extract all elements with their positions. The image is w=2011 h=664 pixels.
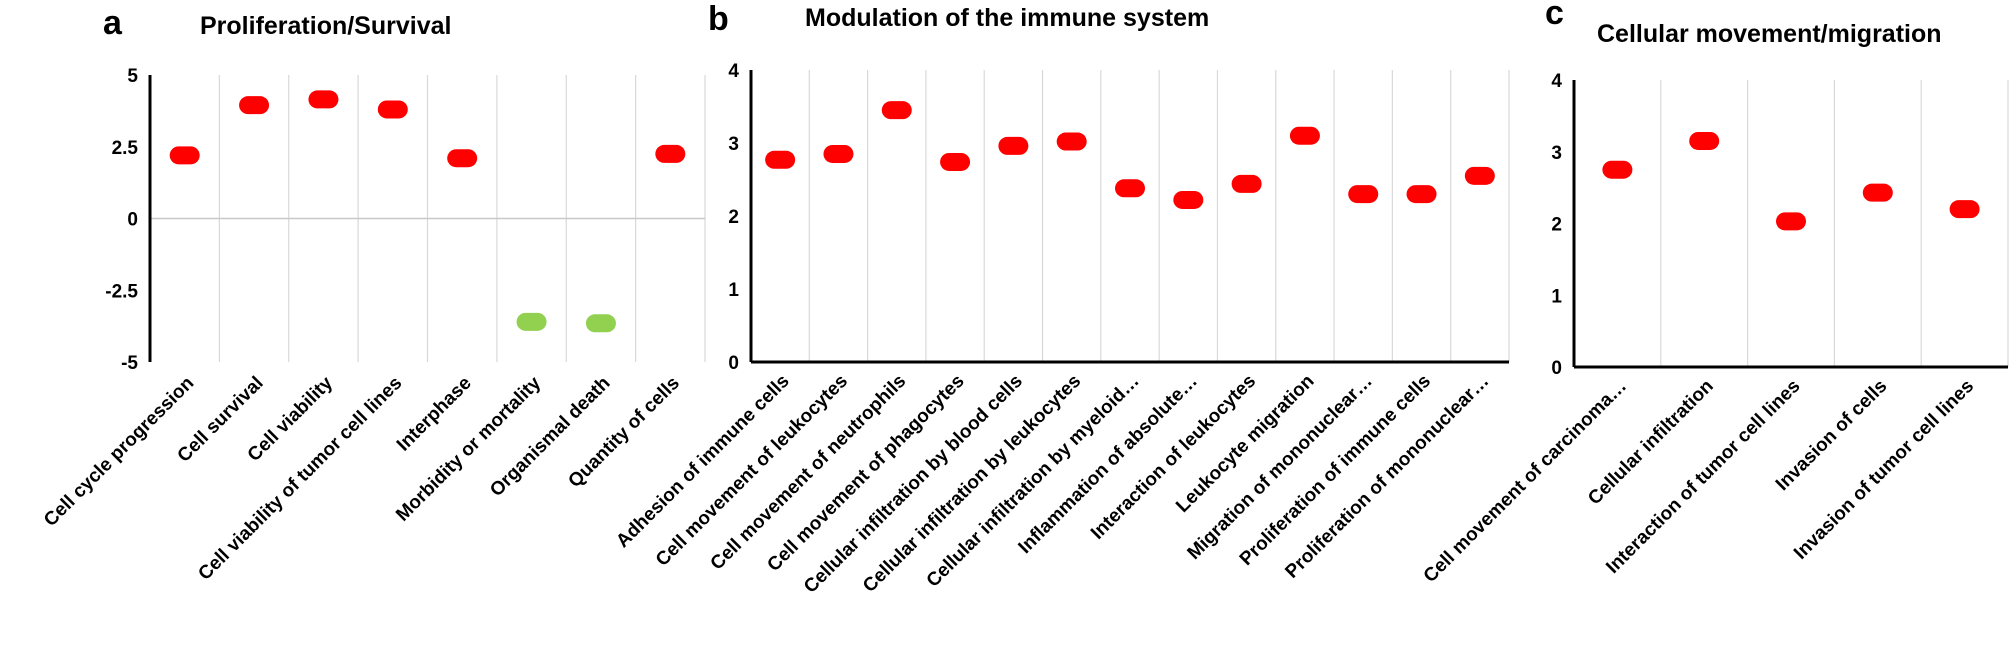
panel-c-letter: c	[1545, 0, 1564, 32]
y-tick-label-b-2: 2	[728, 207, 739, 228]
y-tick-label-a-1: 2.5	[112, 138, 139, 159]
data-point-c-2	[1776, 212, 1806, 231]
y-tick-label-a-3: -2.5	[105, 281, 138, 302]
data-point-b-4	[998, 136, 1029, 155]
category-label-b-4: Cellular infiltration by blood cells	[800, 371, 1027, 598]
panel-c-title: Cellular movement/migration	[1597, 20, 1942, 48]
data-point-b-1	[823, 144, 854, 163]
panel-b-title: Modulation of the immune system	[805, 4, 1209, 32]
data-point-b-2	[881, 101, 912, 120]
data-point-a-5	[516, 312, 547, 331]
y-tick-label-a-4: -5	[121, 353, 138, 374]
data-point-a-7	[655, 144, 686, 163]
data-point-a-0	[169, 146, 200, 165]
y-tick-label-b-4: 0	[728, 353, 739, 374]
y-tick-label-c-3: 1	[1551, 286, 1562, 307]
category-label-c-4: Invasion of tumor cell lines	[1790, 376, 1978, 564]
data-point-b-10	[1348, 185, 1379, 204]
data-point-b-8	[1231, 174, 1262, 193]
y-tick-label-b-3: 1	[728, 280, 739, 301]
data-point-b-11	[1406, 185, 1437, 204]
data-point-c-4	[1949, 200, 1980, 219]
data-point-b-9	[1289, 126, 1320, 145]
data-point-a-3	[377, 100, 408, 119]
panel-b-letter: b	[708, 0, 729, 38]
data-point-c-1	[1689, 131, 1720, 150]
panel-a-title: Proliferation/Survival	[200, 12, 451, 40]
category-label-b-5: Cellular infiltration by leukocytes	[859, 371, 1085, 597]
panel-a-letter: a	[103, 4, 123, 42]
data-point-c-0	[1602, 160, 1633, 179]
data-point-b-3	[940, 152, 971, 171]
data-point-a-1	[239, 96, 270, 115]
data-point-b-7	[1173, 190, 1204, 209]
y-tick-label-b-0: 4	[728, 61, 739, 82]
y-tick-label-c-1: 3	[1551, 143, 1562, 164]
y-tick-label-c-4: 0	[1551, 358, 1562, 379]
data-point-c-3	[1862, 183, 1893, 202]
y-tick-label-c-0: 4	[1551, 71, 1562, 92]
y-tick-label-b-1: 3	[728, 134, 739, 155]
data-point-a-4	[447, 149, 478, 168]
data-point-b-0	[765, 150, 796, 169]
data-point-b-6	[1115, 179, 1145, 198]
data-point-b-5	[1056, 132, 1087, 151]
data-point-a-6	[585, 314, 616, 333]
y-tick-label-c-2: 2	[1551, 215, 1562, 236]
category-label-b-6: Cellular infiltration by myeloid…	[923, 371, 1144, 592]
y-tick-label-a-0: 5	[127, 66, 138, 87]
y-tick-label-a-2: 0	[127, 210, 138, 231]
data-point-a-2	[308, 90, 339, 109]
category-label-a-6: Organismal death	[486, 373, 614, 501]
data-point-b-12	[1464, 166, 1495, 185]
